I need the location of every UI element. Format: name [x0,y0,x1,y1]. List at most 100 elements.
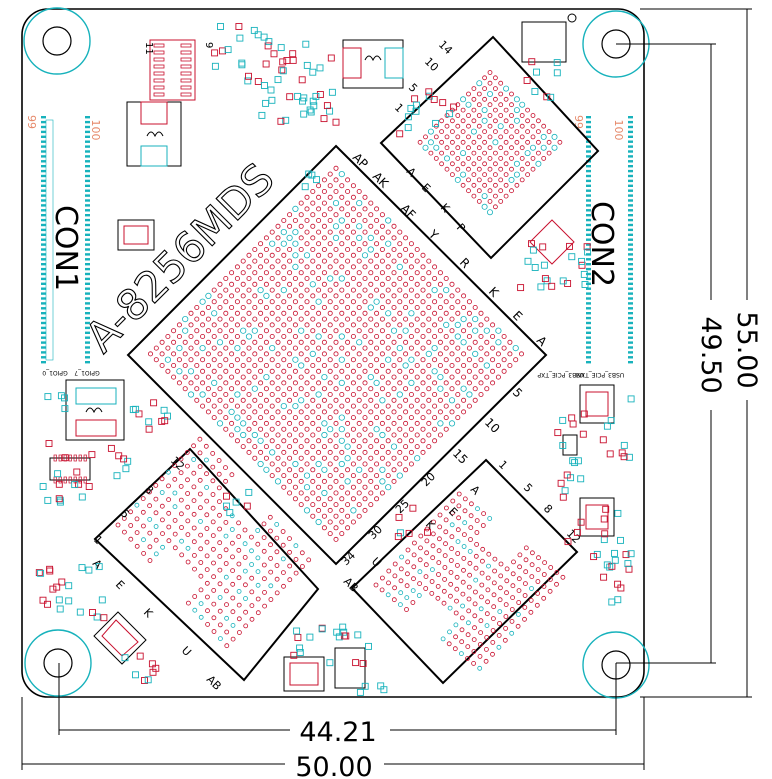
bga-ball [513,160,520,167]
bga-ball [480,546,486,552]
bga-ball [339,322,345,328]
passive-pad [309,68,317,76]
bga-ball [408,287,414,293]
bga-ball [269,438,275,444]
passive-pad [300,110,308,118]
bga-ball [540,144,547,151]
bga-ball [316,357,322,363]
bga-ball [327,415,333,421]
connector-pin [41,341,46,344]
bga-ball [217,351,223,357]
connector-pin [586,150,591,153]
bga-ball [310,502,316,508]
passive-pad [293,627,301,635]
bga-ball [385,322,391,328]
bga-ball [240,420,247,427]
passive-pad [46,565,54,573]
bga-ball [433,134,439,140]
bga-ball [321,525,327,531]
bga-ball [197,436,203,442]
bga-ball [240,444,246,450]
bga-ball [479,558,485,564]
bga-ball [316,403,322,409]
bga-ball [211,629,217,634]
connector-pin [586,135,591,138]
bga-ball [191,511,197,517]
bga-ball [223,357,229,363]
bga-ball [408,275,414,281]
bga-ball [327,519,333,525]
passive-pad [625,453,633,461]
passive-pad [620,453,628,461]
bga-ball [391,246,397,252]
bga-ball [379,386,385,392]
passive-pad [396,529,404,537]
top-ic-pin-label: 10 [422,55,441,74]
bga-ball [224,629,230,635]
passive-pad [144,676,152,684]
bga-ball [436,548,442,554]
bga-ball [281,310,287,316]
bga-ball [223,380,229,386]
bga-ball [414,362,420,368]
bga-ball [281,484,287,490]
bga-ball [362,461,368,467]
bga-ball [217,281,223,287]
bga-ball [461,567,466,573]
passive-pad [115,452,123,460]
bga-ball [379,490,385,496]
bga-ball [420,299,426,305]
bga-ball [454,321,461,328]
bga-ball [321,281,327,287]
bga-ball [417,569,423,575]
bga-ball [350,194,356,200]
bga-ball [487,145,493,151]
bga-ball [321,466,328,473]
bga-ball [503,150,509,156]
bga-ball [437,293,443,299]
bga-ball [503,96,509,102]
bga-ball [459,615,465,621]
bga-ball [252,420,258,426]
bga-ball [362,241,368,247]
bga-ball [522,605,528,610]
bga-ball [390,443,398,450]
bga-ball [476,198,482,204]
bga-ball [172,463,178,469]
bga-ball [292,380,298,386]
bga-ball [188,380,194,386]
passive-pad [405,529,413,537]
bga-ball [229,328,235,334]
connector-pin [628,223,633,227]
bga-ball [160,531,165,536]
bga-ball [471,161,477,167]
connector-pin [85,282,90,285]
bga-ball [426,316,432,322]
passive-pad [85,566,93,574]
passive-pad [258,111,266,119]
passive-pad [152,664,160,672]
bga-ball [541,595,547,601]
bga-ball [510,583,516,589]
bga-ball [385,264,391,270]
bga-ball [316,310,322,316]
bga-ball [437,304,443,310]
passive-pad [601,530,609,538]
passive-components [35,23,635,696]
bga-ball [321,502,327,508]
bga-ball [404,595,410,600]
passive-pad [78,493,86,501]
bga-ball [362,426,368,432]
passive-pad [424,528,431,536]
bga-ball [304,380,310,386]
bga-ball [128,523,134,528]
bga-ball [223,574,229,580]
connector-pin [586,169,591,173]
bga-ball [356,420,362,426]
bga-ball [519,134,525,140]
passive-pad [581,281,589,288]
bga-ball [223,588,229,594]
bga-ball [402,327,409,334]
bga-ball [199,391,206,398]
